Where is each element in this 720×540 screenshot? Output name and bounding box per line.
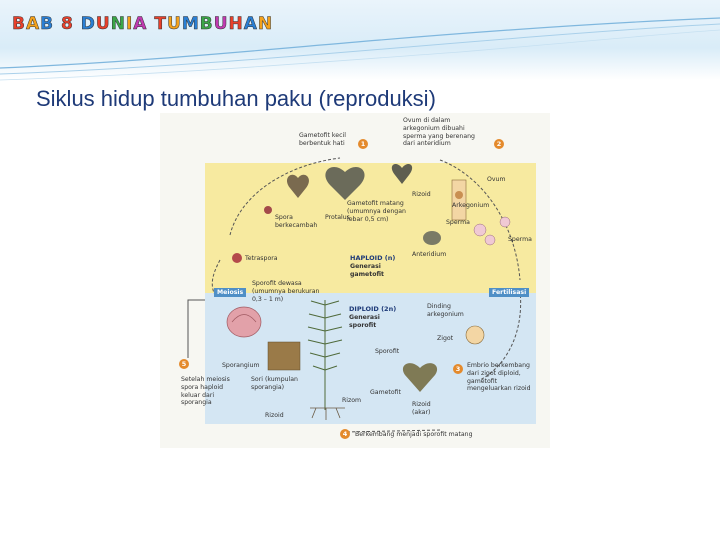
label-generasi-sporofit: Generasi sporofit bbox=[349, 314, 380, 329]
small-gametophyte-shape bbox=[287, 174, 309, 198]
label-gametofit-matang: Gametofit matang (umumnya dengan lebar 0… bbox=[347, 200, 406, 223]
label-ovum: Ovum bbox=[487, 176, 506, 183]
chapter-title-letter: N bbox=[110, 14, 126, 35]
chapter-title-letter: B bbox=[40, 14, 55, 35]
label-sori: Sori (kumpulan sporangia) bbox=[251, 376, 298, 391]
label-meiosis: Meiosis bbox=[214, 288, 247, 297]
header-wave-decoration bbox=[0, 17, 720, 81]
label-sperma-right: Sperma bbox=[508, 236, 532, 243]
step-marker-2: 2 bbox=[494, 139, 504, 149]
label-sperma-mid: Sperma bbox=[446, 219, 470, 226]
chapter-title-letter: A bbox=[25, 14, 41, 35]
label-embrio: Embrio berkembang dari zigot diploid, ga… bbox=[467, 362, 531, 393]
label-setelah-meiosis: Setelah meiosis spora haploid keluar dar… bbox=[181, 376, 230, 407]
chapter-title-letter: H bbox=[228, 14, 244, 35]
step-marker-4: 4 bbox=[340, 429, 350, 439]
label-gametofit-low: Gametofit bbox=[370, 389, 401, 396]
label-gametofit-kecil: Gametofit kecil berbentuk hati bbox=[299, 132, 346, 147]
chapter-title-letter: B bbox=[199, 14, 214, 35]
step-marker-1: 1 bbox=[358, 139, 368, 149]
step-marker-3: 3 bbox=[453, 364, 463, 374]
label-diploid: DIPLOID (2n) bbox=[349, 305, 397, 313]
chapter-title-letter: U bbox=[213, 14, 229, 35]
label-protalus: Protalus bbox=[325, 214, 350, 221]
label-generasi-gametofit: Generasi gametofit bbox=[350, 263, 385, 278]
label-sporangium: Sporangium bbox=[222, 362, 260, 369]
label-sporofit-dewasa: Sporofit dewasa (umumnya berukuran 0,3 –… bbox=[252, 280, 320, 303]
label-ovum-arkegonium: Ovum di dalam arkegonium dibuahi sperma … bbox=[403, 117, 475, 148]
chapter-title-letter: U bbox=[95, 14, 111, 35]
label-berkembang: Berkembang menjadi sporofit matang bbox=[355, 431, 473, 438]
chapter-title-letter: A bbox=[133, 14, 148, 35]
diploid-zone bbox=[205, 293, 536, 424]
chapter-title-letter: B bbox=[12, 14, 26, 35]
chapter-title-letter: T bbox=[154, 14, 167, 35]
label-rizom: Rizom bbox=[342, 397, 362, 404]
chapter-title-letter: N bbox=[257, 14, 274, 35]
label-zigot: Zigot bbox=[437, 335, 454, 342]
fern-frond-shape bbox=[307, 300, 343, 410]
label-spora-berkecambah: Spora berkecambah bbox=[275, 214, 318, 229]
step-marker-5: 5 bbox=[179, 359, 189, 369]
label-tetraspora: Tetraspora bbox=[245, 255, 278, 262]
slide-title: Siklus hidup tumbuhan paku (reproduksi) bbox=[36, 86, 436, 111]
chapter-title-letter: D bbox=[80, 14, 96, 35]
label-rizoid-top: Rizoid bbox=[412, 191, 431, 198]
chapter-title-letter: U bbox=[167, 14, 182, 35]
label-dinding-arkegonium: Dinding arkegonium bbox=[427, 303, 464, 318]
label-rizoid-akar: Rizoid (akar) bbox=[412, 401, 431, 416]
label-anteridium: Anteridium bbox=[412, 251, 447, 258]
label-arkegonium: Arkegonium bbox=[452, 202, 490, 209]
label-haploid: HAPLOID (n) bbox=[350, 254, 396, 262]
label-sporofit: Sporofit bbox=[375, 348, 400, 355]
chapter-title-letter: 8 bbox=[61, 14, 74, 35]
chapter-title-letter: M bbox=[181, 14, 200, 35]
label-fertilisasi: Fertilisasi bbox=[489, 288, 530, 297]
label-rizoid-low: Rizoid bbox=[265, 412, 284, 419]
chapter-title-letter: I bbox=[125, 14, 134, 35]
chapter-title-letter: A bbox=[243, 14, 258, 35]
